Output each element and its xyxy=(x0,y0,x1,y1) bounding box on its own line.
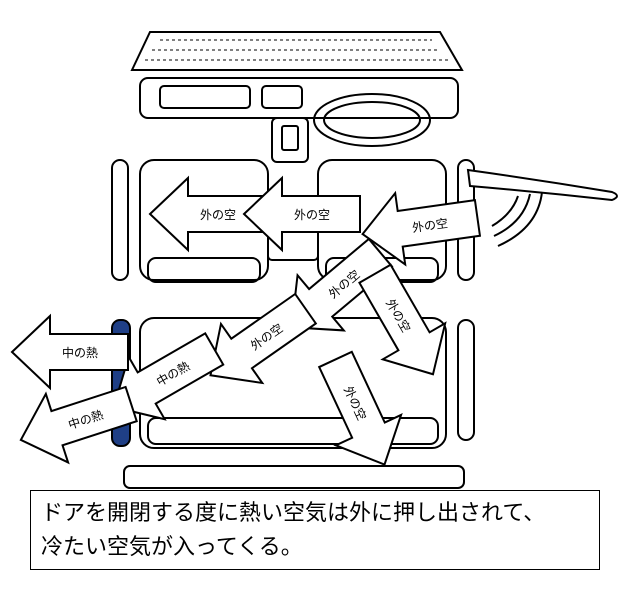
arrow-outside-air-2: 外の空 xyxy=(243,177,361,251)
gear-shifter xyxy=(271,117,309,163)
arrow-outside-air-6: 外の空 xyxy=(342,254,466,394)
arrow-inside-heat-1: 中の熱 xyxy=(94,316,234,440)
rear-bumper xyxy=(123,465,465,489)
door-motion-lines xyxy=(491,191,543,247)
opened-front-door xyxy=(466,168,618,202)
steering-wheel xyxy=(313,93,431,147)
caption-line-1: ドアを開閉する度に熱い空気は外に押し出されて、 xyxy=(41,501,546,526)
arrow-outside-air-3: 外の空 xyxy=(356,181,484,271)
front-hood xyxy=(130,31,464,71)
arrow-outside-air-4: 外の空 xyxy=(267,224,405,356)
arrow-label: 中の熱 xyxy=(62,345,98,360)
vent-center xyxy=(261,85,303,109)
car-body xyxy=(111,31,475,489)
dashboard xyxy=(139,77,459,119)
vent-left xyxy=(159,85,251,109)
arrow-inside-heat-3: 中の熱 xyxy=(8,368,144,476)
arrow-outside-air-5: 外の空 xyxy=(188,278,328,406)
right-rear-wheel xyxy=(457,319,475,441)
arrow-outside-air-7: 外の空 xyxy=(301,343,419,481)
caption-line-2: 冷たい空気が入ってくる。 xyxy=(41,535,303,560)
arrow-label: 外の空 xyxy=(294,208,330,222)
arrow-outside-air-1: 外の空 xyxy=(149,177,267,251)
caption-box: ドアを開閉する度に熱い空気は外に押し出されて、 冷たい空気が入ってくる。 xyxy=(30,490,600,570)
arrow-inside-heat-2: 中の熱 xyxy=(11,315,129,389)
left-front-wheel xyxy=(111,159,129,281)
arrow-label: 外の空 xyxy=(200,208,236,222)
arrow-label: 外の空 xyxy=(411,216,449,235)
